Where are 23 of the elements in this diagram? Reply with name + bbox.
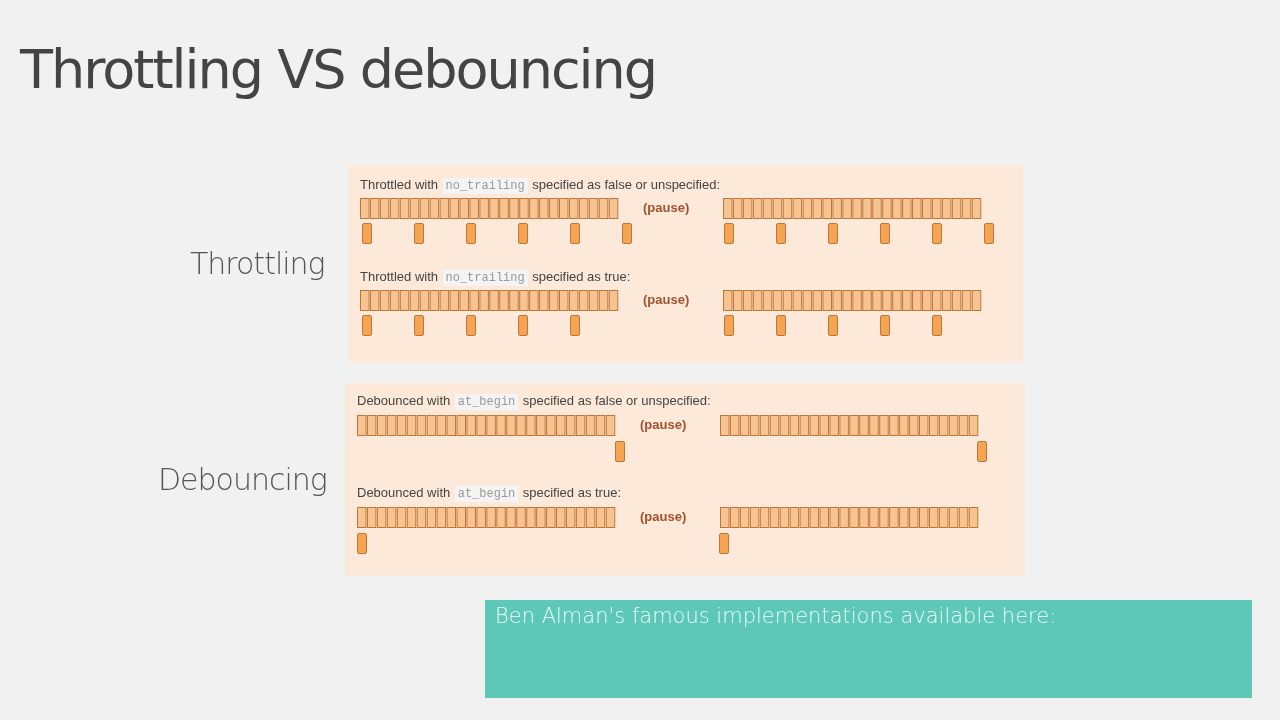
note-box (485, 600, 1252, 698)
caption-text: Debounced with (357, 485, 451, 500)
section-label: Throttling (190, 246, 325, 281)
diagram-panel (348, 165, 1023, 362)
caption-text: specified as true: (522, 485, 622, 500)
code-text: at_begin (454, 394, 519, 410)
code-text: at_begin (454, 486, 519, 502)
caption-text: specified as false or unspecified: (522, 393, 711, 408)
note-text: Ben Alman's famous implementations available here: (495, 604, 1058, 628)
diagram-panel (345, 383, 1025, 576)
pause-label: (pause) (640, 417, 687, 432)
caption-text: specified as true: (532, 269, 631, 284)
pause-label: (pause) (640, 509, 687, 524)
caption-text: Debounced with (357, 393, 451, 408)
pause-label: (pause) (643, 292, 690, 307)
slide-title: Throttling VS debouncing (20, 38, 657, 101)
caption-text: specified as false or unspecified: (532, 177, 721, 192)
caption-text: Throttled with (360, 177, 439, 192)
code-text: no_trailing (442, 270, 528, 286)
section-label: Debouncing (158, 462, 327, 497)
pause-label: (pause) (643, 200, 690, 215)
code-text: no_trailing (442, 178, 528, 194)
caption-text: Throttled with (360, 269, 439, 284)
